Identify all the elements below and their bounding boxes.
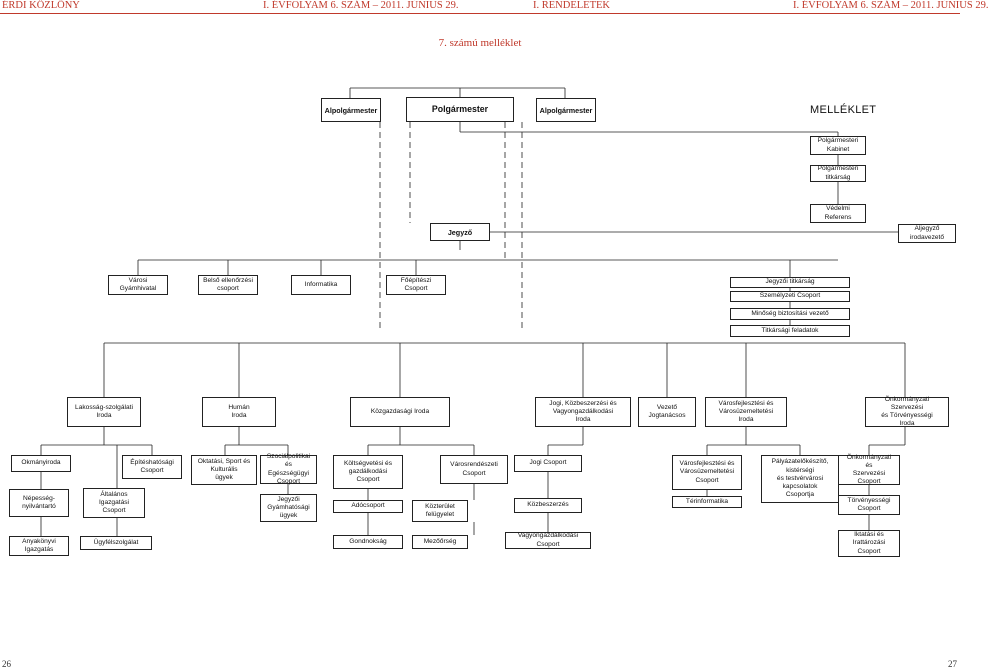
kozterulet-felugyelet-box: Közterület felügyelet — [412, 500, 468, 522]
issue-info-right: I. ÉVFOLYAM 6. SZÁM – 2011. JÚNIUS 29. — [793, 0, 988, 11]
anyakonyvi-igazgatas-box: Anyakönyvi Igazgatás — [9, 536, 69, 556]
jegyzoi-gyamhatosagi-box: Jegyzői Gyámhatósági ügyek — [260, 494, 317, 522]
varosi-gyamhivatal-box: Városi Gyámhivatal — [108, 275, 168, 295]
section-name: I. RENDELETEK — [533, 0, 610, 11]
torvenyessegi-csoport-box: Törvényességi Csoport — [838, 495, 900, 515]
onkormanyzati-csoport-box: Önkormányzati és Szervezési Csoport — [838, 454, 900, 485]
palyazatelokeszito-box: Pályázatelőkészítő, kistérségi és testvé… — [761, 455, 839, 503]
gondnoksag-box: Gondnokság — [333, 535, 403, 549]
jegyzoi-titkarsag-box: Jegyzői titkárság — [730, 277, 850, 288]
nepesseg-nyilvantarto-box: Népesség- nyilvántartó — [9, 489, 69, 517]
oktatasi-sport-box: Oktatási, Sport és Kulturális ügyek — [191, 455, 257, 485]
vedelmi-referens-box: Védelmi Referens — [810, 204, 866, 223]
varosrendeszeti-box: Városrendészeti Csoport — [440, 455, 508, 484]
okmanyiroda-box: Okmányiroda — [11, 455, 71, 472]
belso-ellenorzesi-box: Belső ellenőrzési csoport — [198, 275, 258, 295]
aljegyzo-box: Aljegyző irodavezető — [898, 224, 956, 243]
epitesugyi-csoport-box: Építéshatósági Csoport — [122, 455, 182, 479]
polgarmester-box: Polgármester — [406, 97, 514, 122]
alpolgarmester-right-box: Alpolgármester — [536, 98, 596, 122]
koltsegvetesi-csoport-box: Költségvetési és gazdálkodási Csoport — [333, 455, 403, 489]
onkormanyzati-iroda-box: Önkormányzati Szervezési és Törvényesség… — [865, 396, 949, 427]
jogi-iroda-box: Jogi, Közbeszerzési és Vagyongazdálkodás… — [535, 397, 631, 427]
minoseg-biztositasi-box: Minőség biztosítási vezető — [730, 308, 850, 320]
header-rule — [0, 13, 960, 14]
vagyongazdalkodasi-box: Vagyongazdálkodási Csoport — [505, 532, 591, 549]
altalanos-igazgatasi-box: Általános Igazgatási Csoport — [83, 488, 145, 518]
lakossag-szolgalati-iroda-box: Lakosság-szolgálati Iroda — [67, 397, 141, 427]
human-iroda-box: Humán Iroda — [202, 397, 276, 427]
jogi-csoport-box: Jogi Csoport — [514, 455, 582, 472]
varosfejlesztesi-csoport-box: Városfejlesztési és Városüzemeltetési Cs… — [672, 455, 742, 490]
page-number-right: 27 — [948, 659, 957, 669]
polgarmesteri-titkarsag-box: Polgármesteri titkárság — [810, 165, 866, 182]
mezoorseg-box: Mezőőrség — [412, 535, 468, 549]
informatika-box: Informatika — [291, 275, 351, 295]
issue-info-left: I. ÉVFOLYAM 6. SZÁM – 2011. JÚNIUS 29. — [263, 0, 459, 11]
page-number-left: 26 — [2, 659, 11, 669]
jegyzo-box: Jegyző — [430, 223, 490, 241]
szocialpolitikai-box: Szociálpolitikai és Egészségügyi Csoport — [260, 453, 317, 485]
szemelyzeti-csoport-box: Személyzeti Csoport — [730, 291, 850, 302]
varosfejlesztesi-iroda-box: Városfejlesztési és Városüzemeltetési Ir… — [705, 397, 787, 427]
annex-title: 7. számú melléklet — [438, 37, 522, 49]
ugyfelszolgalat-box: Ügyfélszolgálat — [80, 536, 152, 550]
melleklet-label: MELLÉKLET — [810, 104, 877, 116]
vezeto-jogtanacsos-box: Vezető Jogtanácsos — [638, 397, 696, 427]
iktatasi-csoport-box: Iktatási és Irattározási Csoport — [838, 530, 900, 557]
kozbeszerzes-box: Közbeszerzés — [514, 498, 582, 513]
titkarsagi-feladatok-box: Titkársági feladatok — [730, 325, 850, 337]
journal-name: ÉRDI KÖZLÖNY — [2, 0, 80, 11]
foepiteszi-box: Főépítészi Csoport — [386, 275, 446, 295]
alpolgarmester-left-box: Alpolgármester — [321, 98, 381, 122]
adocsoport-box: Adócsoport — [333, 500, 403, 513]
polgarmesteri-kabinet-box: Polgármesteri Kabinet — [810, 136, 866, 155]
kozgazdasagi-iroda-box: Közgazdasági Iroda — [350, 397, 450, 427]
org-chart-connectors — [39, 87, 906, 536]
terinformatika-box: Térinformatika — [672, 496, 742, 508]
